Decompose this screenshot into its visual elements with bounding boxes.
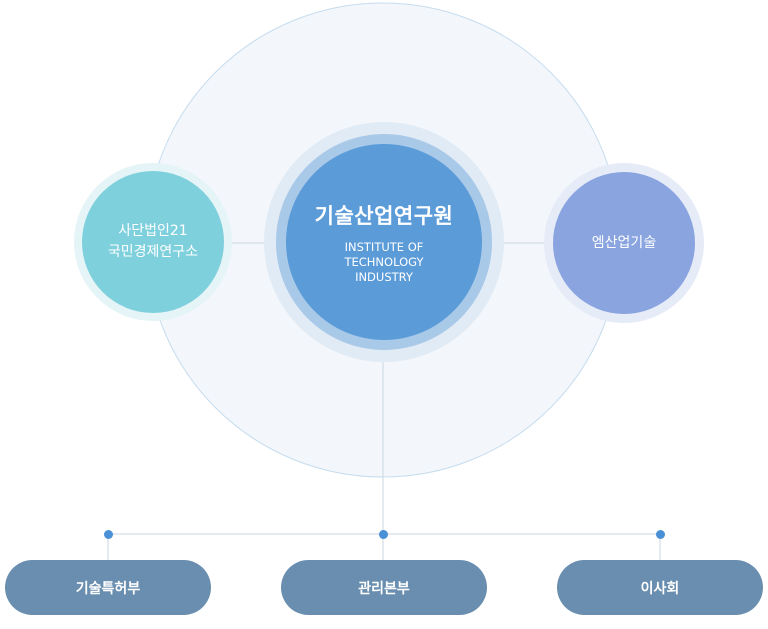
right-node[interactable]: 엠산업기술 — [553, 172, 695, 314]
left-node-line-2: 국민경제연구소 — [107, 244, 199, 260]
branch-dot-right — [656, 530, 665, 539]
dept-board[interactable]: 이사회 — [557, 560, 763, 615]
branch-dot-center — [379, 530, 388, 539]
left-node[interactable]: 사단법인21 국민경제연구소 — [82, 171, 224, 313]
branch-dot-left — [104, 530, 113, 539]
center-subtitle-line-1: INSTITUTE OF — [344, 239, 424, 254]
center-title: 기술산업연구원 — [314, 203, 454, 228]
dept-tech-patent[interactable]: 기술특허부 — [5, 560, 211, 615]
left-node-line-1: 사단법인21 — [118, 223, 188, 239]
right-node-label: 엠산업기술 — [591, 234, 657, 251]
dept-management[interactable]: 관리본부 — [281, 560, 487, 615]
center-subtitle-line-2: TECHNOLOGY — [344, 254, 424, 269]
center-node[interactable]: 기술산업연구원 INSTITUTE OF TECHNOLOGY INDUSTRY — [286, 144, 482, 340]
center-subtitle-line-3: INDUSTRY — [355, 269, 413, 284]
